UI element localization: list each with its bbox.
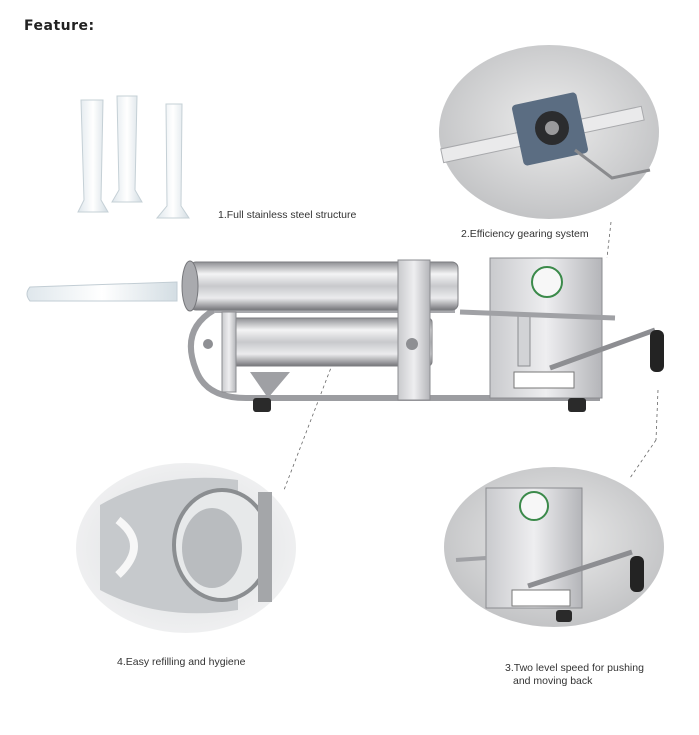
caption-two-level-speed-line1: 3.Two level speed for pushing [505, 662, 644, 674]
caption-two-level-speed-line2: and moving back [513, 675, 593, 687]
caption-stainless-steel: 1.Full stainless steel structure [218, 209, 357, 221]
caption-easy-refilling: 4.Easy refilling and hygiene [117, 656, 246, 668]
refilling-detail-circle [76, 463, 296, 633]
filling-nozzles [77, 95, 190, 219]
leader-lines [283, 221, 659, 491]
sausage-stuffer-machine [26, 257, 664, 412]
two-speed-detail-circle [444, 467, 664, 627]
caption-two-level-speed: 3.Two level speed for pushing and moving… [505, 662, 644, 688]
gearing-detail-circle [439, 45, 659, 219]
caption-gearing-system: 2.Efficiency gearing system [461, 228, 589, 240]
feature-title: Feature: [24, 18, 95, 34]
